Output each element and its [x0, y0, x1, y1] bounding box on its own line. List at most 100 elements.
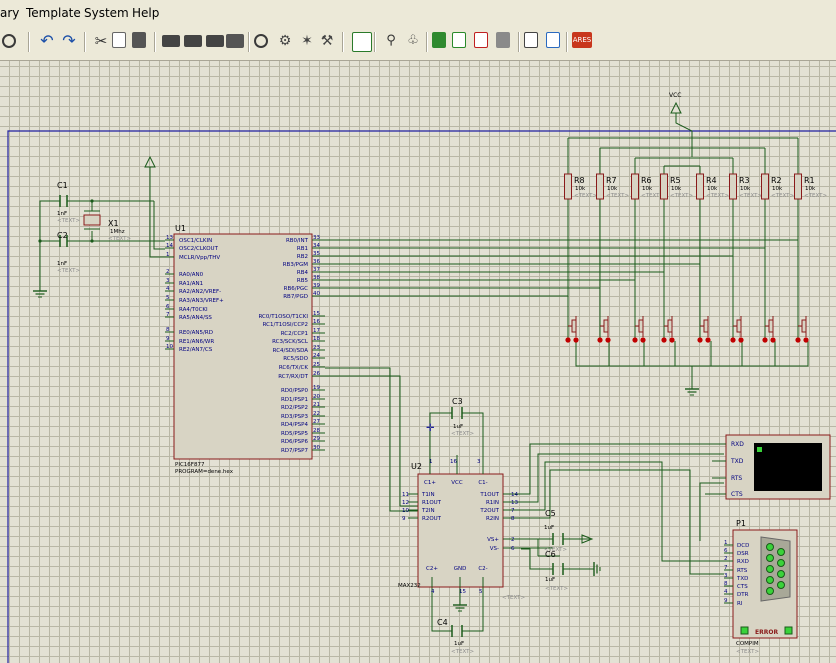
u1-pin-num: 24 [313, 353, 320, 359]
property-assignment-icon[interactable]: ♧ [407, 33, 419, 48]
u1-pin-name: RC1/T1OSI/CCP2 [263, 322, 308, 328]
terminal-screen [754, 443, 822, 491]
u1-pin-name: RD6/PSP6 [281, 439, 309, 445]
new-sheet-icon[interactable] [432, 32, 446, 48]
netlist-to-ares-icon[interactable]: ARES [572, 32, 592, 48]
u1-pin-name: RC6/TX/CK [279, 365, 309, 371]
copy-icon[interactable] [112, 32, 126, 48]
p1-pin-name: DTR [737, 592, 749, 598]
switch-terminal [669, 337, 675, 343]
u1-pin-num: 37 [313, 267, 320, 273]
u2-pin-name: C2+ [426, 566, 438, 572]
block-move-icon[interactable] [184, 35, 202, 47]
terminal-pin-name: RTS [731, 475, 742, 482]
u1-pin-name: OSC2/CLKOUT [179, 246, 219, 252]
db9-pin-dot [777, 570, 785, 578]
u1-pin-name: RD7/PSP7 [281, 448, 309, 454]
u1-pin-num: 26 [313, 371, 320, 377]
pushbutton-switch[interactable] [565, 313, 579, 343]
p1-pin-num: 9 [724, 598, 728, 604]
c4-text: <TEXT> [451, 649, 474, 655]
u1-pin-name: RC7/RX/DT [278, 374, 308, 380]
p1-pin-name: RXD [737, 559, 749, 565]
search-tag-icon[interactable]: ⚲ [386, 33, 396, 48]
wire-autorouter-icon[interactable] [352, 32, 372, 52]
menu-system[interactable]: System [84, 6, 129, 20]
menu-template[interactable]: Template [26, 6, 81, 20]
p1-pin-num: 3 [724, 573, 728, 579]
u2-pin-name: C1- [478, 480, 487, 486]
block-copy-icon[interactable] [162, 35, 180, 47]
u2-pin-name: T2IN [421, 508, 435, 514]
u1-part: PIC16F877 [175, 462, 205, 468]
menu-help[interactable]: Help [132, 6, 160, 20]
u2-pin-name: VS+ [487, 537, 499, 543]
schematic-canvas[interactable] [0, 61, 836, 663]
u1-pin-name: RC4/SDI/SDA [273, 348, 309, 354]
u1-pin-name: RC3/SCK/SCL [272, 339, 309, 345]
u1-pin-name: RB0/INT [286, 238, 309, 244]
resistor-value: 10k [607, 186, 618, 192]
power-symbols [32, 101, 758, 628]
u2-pin-name: GND [454, 566, 467, 572]
capacitor-c2: C2 1nF <TEXT> [52, 231, 80, 274]
pushbutton-switch[interactable] [661, 313, 675, 343]
remove-sheet-icon[interactable] [474, 32, 488, 48]
u1-pin-num: 15 [313, 311, 320, 317]
menu-library[interactable]: ary [0, 6, 20, 20]
wires [39, 113, 809, 632]
block-delete-icon[interactable] [226, 34, 244, 48]
x1-value: 1Mhz [110, 229, 125, 235]
pushbutton-switch[interactable] [697, 313, 711, 343]
u1-pin-name: RA2/AN2/VREF- [179, 289, 221, 295]
u2-pin-num: 1 [429, 459, 433, 465]
paste-icon[interactable] [132, 32, 146, 48]
pushbutton-switch[interactable] [795, 313, 809, 343]
u1-pin-num: 35 [313, 251, 320, 257]
u1-pin-name: RD1/PSP1 [281, 397, 308, 403]
terminal-pin-name: RXD [731, 441, 744, 448]
design-explorer-icon[interactable] [496, 32, 510, 48]
pushbutton-switch[interactable] [632, 313, 646, 343]
c5-text: <TEXT> [544, 547, 567, 553]
u1-pin-name: RE1/AN6/WR [179, 339, 214, 345]
compim-led-left [740, 626, 749, 635]
add-sheet-icon[interactable] [452, 32, 466, 48]
u2-pin-num: 4 [431, 589, 435, 595]
pick-device-icon[interactable] [254, 34, 268, 48]
u2-pin-num: 16 [450, 459, 457, 465]
pushbutton-switch[interactable] [762, 313, 776, 343]
origin-marker: ✛ [426, 423, 435, 434]
resistor-ref: R5 [670, 176, 681, 185]
zoom-area-icon[interactable] [2, 34, 16, 48]
ic-u2: U2 MAX232 <TEXT> 1C1+16VCC3C1-4C2+15GND5… [398, 455, 525, 601]
p1-pin-name: TXD [736, 576, 748, 582]
pushbutton-switch[interactable] [597, 313, 611, 343]
u2-pin-name: R1OUT [422, 500, 442, 506]
c6-value: 1uF [545, 577, 555, 583]
cut-icon[interactable]: ✂ [94, 32, 108, 50]
resistor-ref: R8 [574, 176, 585, 185]
u1-pin-name: RD5/PSP5 [281, 431, 309, 437]
block-rotate-icon[interactable] [206, 35, 224, 47]
x1-ref: X1 [108, 219, 119, 228]
resistor [696, 173, 704, 200]
u1-pin-num: 39 [313, 283, 320, 289]
packaging-tool-icon[interactable]: ✶ [301, 33, 313, 49]
u1-pin-name: RB5 [297, 278, 309, 284]
decompose-icon[interactable]: ⚒ [320, 33, 334, 49]
p1-text: <TEXT> [736, 649, 759, 655]
bill-of-materials-icon[interactable] [524, 32, 538, 48]
p1-pin-name: RI [737, 601, 743, 607]
p1-pin-num: 4 [724, 589, 728, 595]
c6-ref: C6 [545, 550, 556, 559]
electrical-rule-check-icon[interactable] [546, 32, 560, 48]
redo-icon[interactable]: ↷ [62, 31, 76, 50]
make-device-icon[interactable]: ⚙ [278, 33, 292, 49]
switch-terminal [565, 337, 571, 343]
c3-text: <TEXT> [451, 431, 474, 437]
undo-icon[interactable]: ↶ [40, 31, 54, 50]
pushbutton-switch[interactable] [730, 313, 744, 343]
resistor [761, 173, 769, 200]
u1-ref: U1 [175, 224, 186, 233]
